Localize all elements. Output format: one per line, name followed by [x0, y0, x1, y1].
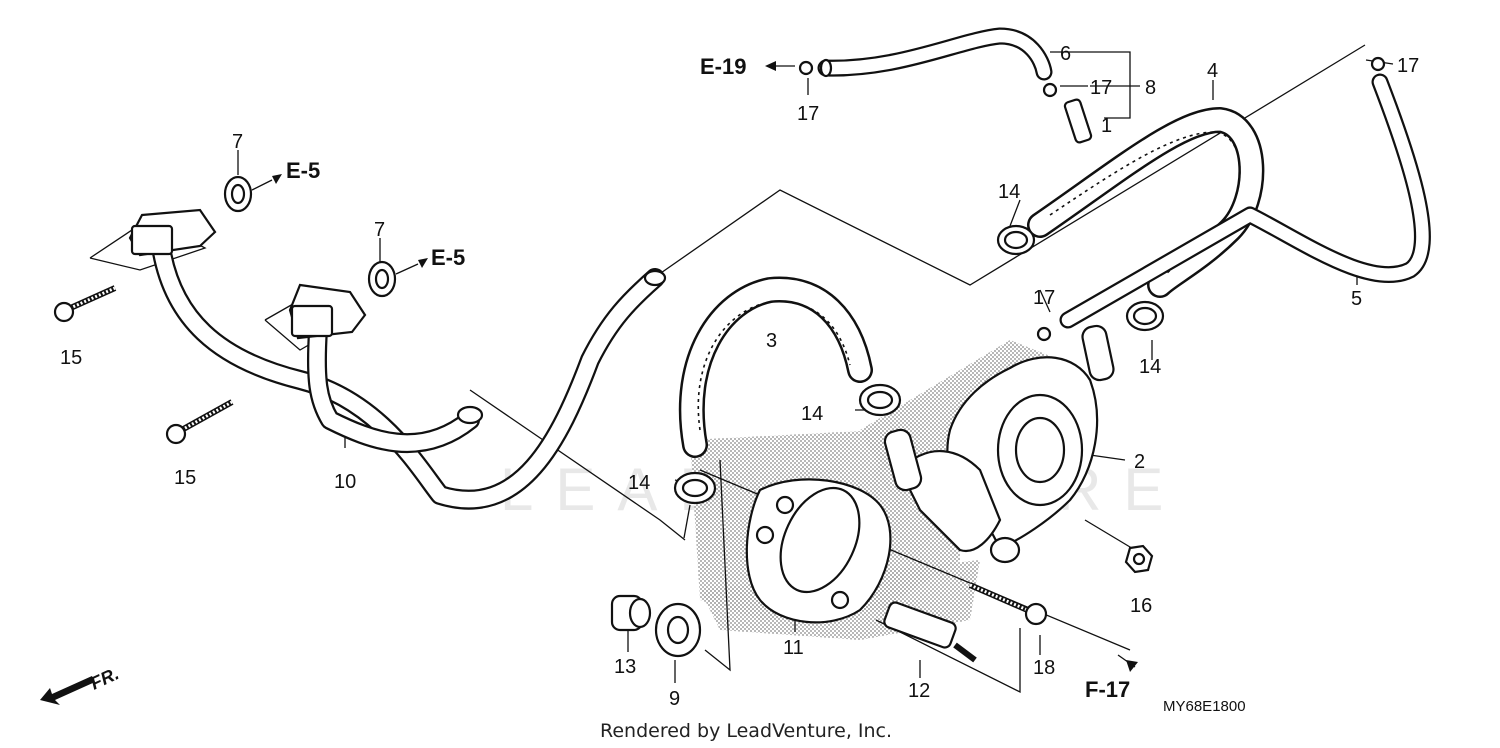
callout-14-upper[interactable]: 14 — [998, 181, 1020, 203]
ref-f17[interactable]: F-17 — [1085, 654, 1138, 702]
ref-e19[interactable]: E-19 — [700, 54, 795, 79]
ref-e5-top[interactable]: E-5 — [286, 158, 320, 183]
clamp-14-lower-left[interactable] — [673, 471, 717, 505]
callout-9[interactable]: 9 — [669, 688, 680, 710]
callout-6[interactable]: 6 — [1060, 43, 1071, 65]
seal-7-middle[interactable] — [367, 258, 428, 298]
hose-5[interactable] — [1059, 73, 1431, 329]
callout-14-right[interactable]: 14 — [1139, 356, 1161, 378]
bolt-15-upper[interactable] — [53, 285, 117, 323]
callout-12[interactable]: 12 — [908, 680, 930, 702]
nut-16[interactable] — [1124, 544, 1154, 574]
footer-credit: Rendered by LeadVenture, Inc. — [600, 720, 892, 742]
callout-10[interactable]: 10 — [334, 471, 356, 493]
callout-4[interactable]: 4 — [1207, 60, 1218, 82]
callout-5[interactable]: 5 — [1351, 288, 1362, 310]
clamp-14-upper[interactable] — [996, 224, 1036, 256]
collar-13[interactable] — [610, 594, 652, 632]
ref-e5-mid[interactable]: E-5 — [431, 245, 465, 270]
clip-17-upper-right[interactable] — [1370, 56, 1386, 72]
callout-11[interactable]: 11 — [783, 637, 804, 659]
callout-7-middle[interactable]: 7 — [374, 219, 385, 241]
front-arrow-icon — [40, 676, 95, 705]
callout-15-upper[interactable]: 15 — [60, 347, 82, 369]
callouts: 1 2 3 4 5 6 7 7 8 9 10 11 12 13 14 14 14… — [60, 43, 1419, 710]
callout-3[interactable]: 3 — [766, 330, 777, 352]
callout-17-upper-mid[interactable]: 17 — [1090, 77, 1112, 99]
joint-1[interactable] — [1063, 98, 1093, 144]
grommet-9[interactable] — [654, 602, 702, 658]
front-indicator: FR. — [40, 663, 122, 705]
plate-11[interactable] — [745, 475, 892, 624]
callout-18[interactable]: 18 — [1033, 657, 1055, 679]
water-pump-2[interactable] — [883, 324, 1116, 564]
callout-16[interactable]: 16 — [1130, 595, 1152, 617]
clamp-14-center[interactable] — [858, 383, 902, 417]
bolt-18[interactable] — [968, 582, 1048, 626]
clip-17-upper-mid[interactable] — [1042, 82, 1058, 98]
callout-8[interactable]: 8 — [1145, 77, 1156, 99]
clamp-14-right[interactable] — [1125, 300, 1165, 332]
ref-e5-top-label: E-5 — [286, 158, 320, 183]
ref-f17-label: F-17 — [1085, 677, 1130, 702]
pipe-assembly-10[interactable] — [128, 208, 667, 510]
hose-3[interactable] — [678, 276, 873, 458]
clip-17-pump[interactable] — [1036, 326, 1052, 342]
bolt-12[interactable] — [883, 601, 977, 663]
front-label: FR. — [87, 663, 122, 693]
callout-17-pump[interactable]: 17 — [1033, 287, 1055, 309]
callout-1[interactable]: 1 — [1101, 115, 1112, 137]
seal-7-upper[interactable] — [223, 174, 282, 213]
callout-14-center[interactable]: 14 — [801, 403, 823, 425]
hose-6[interactable] — [817, 27, 1053, 81]
callout-2[interactable]: 2 — [1134, 451, 1145, 473]
callout-15-lower[interactable]: 15 — [174, 467, 196, 489]
bolt-15-lower[interactable] — [165, 399, 234, 445]
hose-4[interactable] — [1027, 107, 1265, 298]
clip-17-upper-left[interactable] — [798, 60, 814, 76]
callout-14-lower-left[interactable]: 14 — [628, 472, 650, 494]
callout-13[interactable]: 13 — [614, 656, 636, 678]
callout-17-upper-right[interactable]: 17 — [1397, 55, 1419, 77]
ref-e5-mid-label: E-5 — [431, 245, 465, 270]
ref-e19-label: E-19 — [700, 54, 746, 79]
drawing-code: MY68E1800 — [1163, 698, 1246, 715]
callout-7-upper[interactable]: 7 — [232, 131, 243, 153]
callout-17-upper-left[interactable]: 17 — [797, 103, 819, 125]
